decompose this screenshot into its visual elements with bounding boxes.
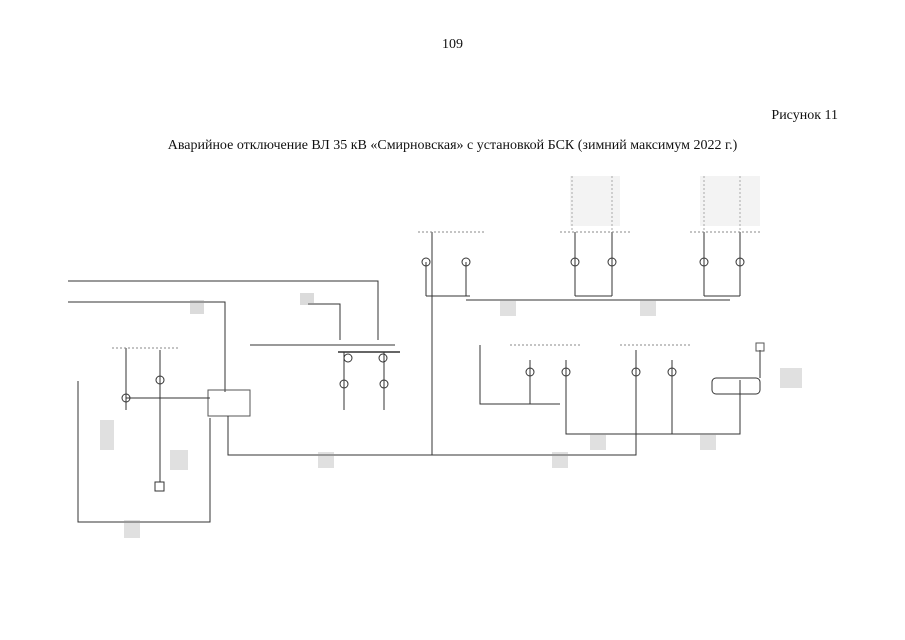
mid-right-link: [479, 345, 560, 405]
center-transformer-2: [378, 353, 388, 363]
figure-caption: Аварийное отключение ВЛ 35 кВ «Смирновск…: [167, 138, 738, 153]
figure-label: Рисунок 11: [771, 108, 838, 123]
top-transformer-1a: [421, 257, 431, 267]
mid-substation-1: [529, 360, 567, 404]
feeder-line-lower-loop: [77, 381, 211, 523]
diagram-annotation-marks: [100, 176, 802, 538]
mid-transformer-1a: [525, 367, 535, 377]
center-transformer-1: [343, 353, 353, 363]
capacitor-bank-bsk: [711, 377, 761, 395]
left-transformer-2: [155, 375, 165, 385]
left-generator-symbol: [154, 481, 165, 492]
mid-transformer-2a: [631, 367, 641, 377]
top-substation-3-incoming: [703, 176, 741, 232]
mid-substation-2: [635, 360, 673, 434]
left-substation-bus: [207, 389, 251, 417]
top-transformer-3b: [735, 257, 745, 267]
feeder-line-top: [68, 280, 379, 340]
mid-transformer-2b: [667, 367, 677, 377]
feeder-line-second: [68, 301, 226, 392]
top-substation-3: [703, 232, 741, 297]
center-transformer-4: [379, 379, 389, 389]
left-transformer-1: [121, 393, 131, 403]
mid-transformer-1b: [561, 367, 571, 377]
center-upper-link: [308, 303, 341, 340]
page-number: 109: [442, 37, 463, 52]
center-transformer-3: [339, 379, 349, 389]
top-substation-1: [425, 262, 470, 297]
left-transformer-group: [125, 348, 210, 410]
top-substation-2: [574, 232, 613, 297]
top-transformer-3a: [699, 257, 709, 267]
top-transformer-2a: [570, 257, 580, 267]
top-transformer-1b: [461, 257, 471, 267]
top-transformer-2b: [607, 257, 617, 267]
mid-lower-loop: [565, 380, 741, 435]
capacitor-bank-terminal: [755, 342, 765, 352]
bottom-tie-line: [227, 416, 436, 456]
center-transformers: [343, 352, 385, 410]
top-substation-2-incoming: [571, 176, 613, 232]
